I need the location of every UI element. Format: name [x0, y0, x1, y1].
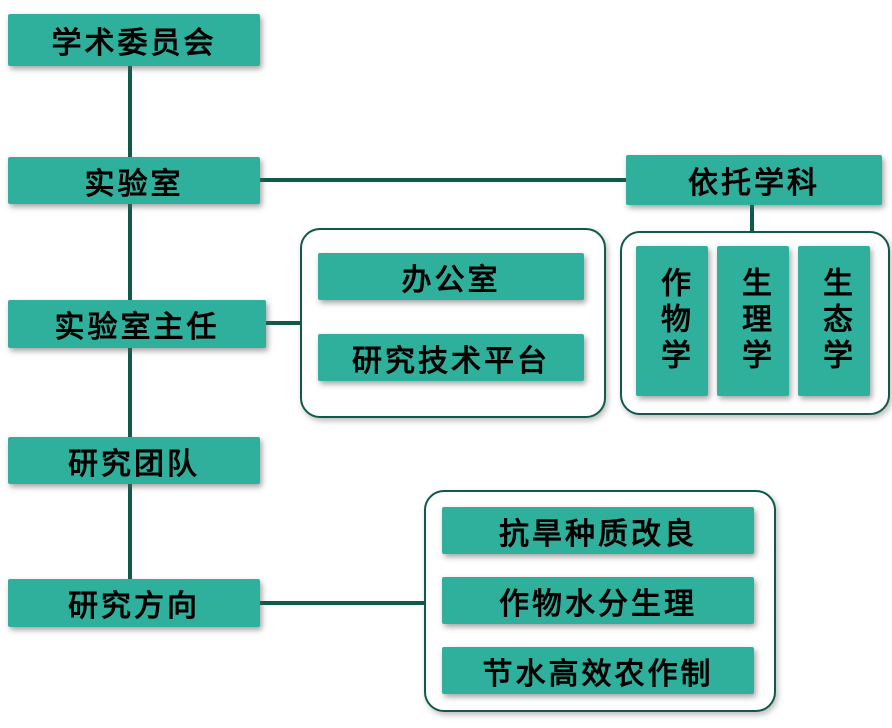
physiology-node: 生理学: [717, 246, 789, 396]
water-saving-farming-node: 节水高效农作制: [442, 647, 754, 694]
office-node: 办公室: [318, 253, 584, 300]
connector-direction-to-group: [258, 601, 428, 605]
connector-discipline-to-group: [750, 204, 754, 234]
academic-committee-node: 学术委员会: [8, 14, 260, 66]
lab-director-node: 实验室主任: [8, 300, 266, 348]
research-team-node: 研究团队: [8, 437, 260, 484]
drought-germplasm-node: 抗旱种质改良: [442, 507, 754, 554]
supporting-discipline-node: 依托学科: [626, 155, 882, 205]
connector-lab-to-discipline: [258, 178, 628, 182]
laboratory-node: 实验室: [8, 157, 260, 204]
crop-science-node: 作物学: [636, 246, 708, 396]
ecology-node: 生态学: [798, 246, 870, 396]
research-direction-node: 研究方向: [8, 579, 260, 627]
research-tech-platform-node: 研究技术平台: [318, 334, 584, 381]
connector-director-to-group: [264, 321, 304, 325]
crop-water-physiology-node: 作物水分生理: [442, 577, 754, 624]
